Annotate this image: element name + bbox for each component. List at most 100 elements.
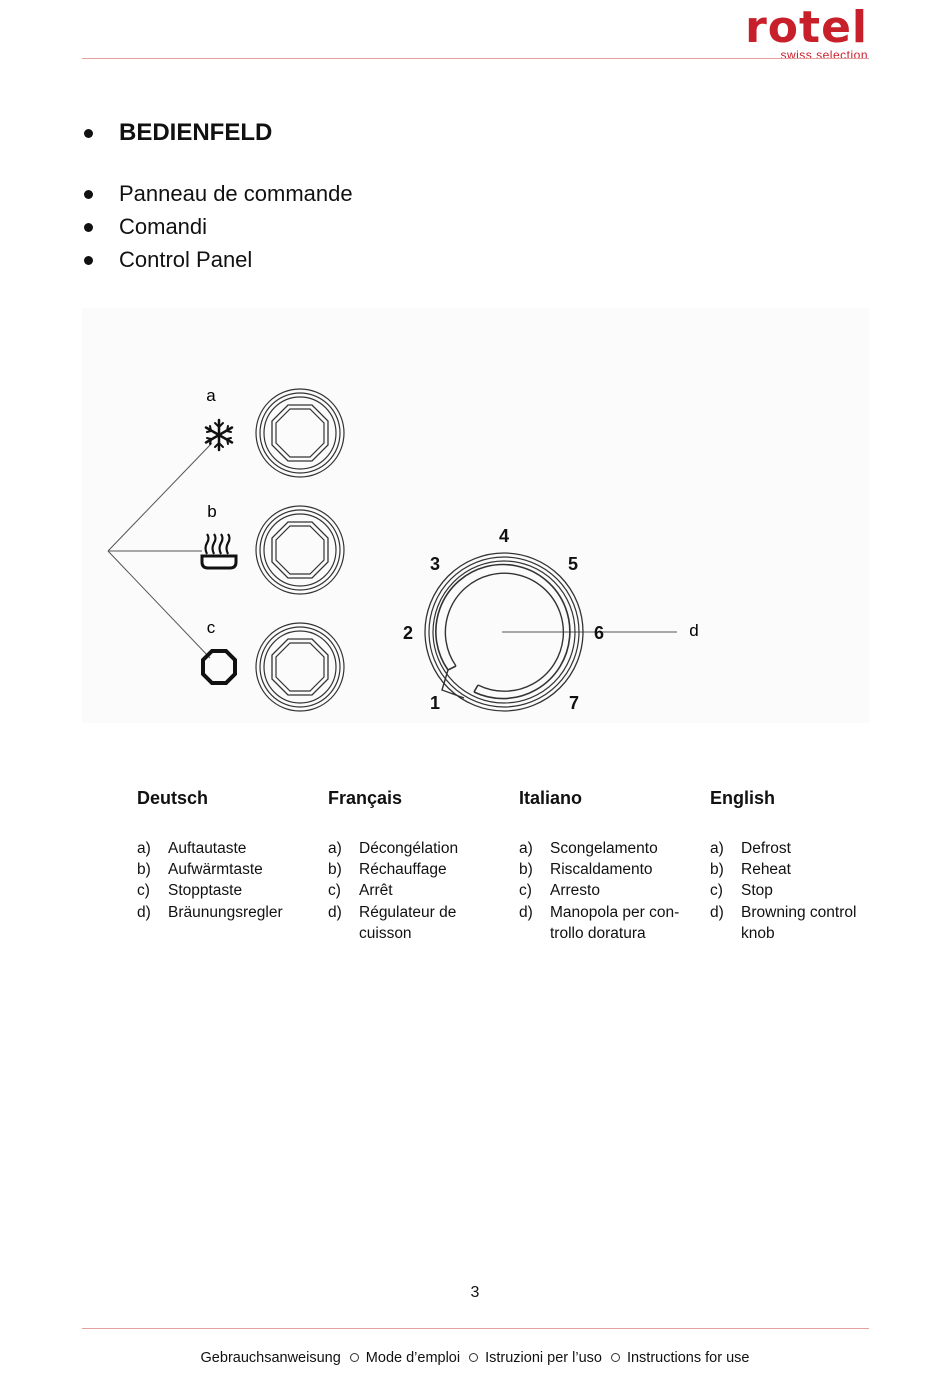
heading-list: BEDIENFELD Panneau de commande Comandi C… [82,112,353,276]
list-item: d) Browning control knob [710,902,901,944]
item-value: Auftautaste [168,840,247,857]
item-value: Stopptaste [168,882,243,900]
heading-main: BEDIENFELD [82,112,353,154]
item-value: Réchauffage [359,861,447,879]
item-value: Riscaldamento [550,861,653,879]
control-panel-figure: a b c d [82,308,869,723]
item-value: Scongelamento [550,840,658,857]
circle-separator-icon [610,1353,620,1363]
item-key: a) [137,840,151,857]
item-value: Manopola per con-trollo doratura [550,903,680,942]
bullet-icon [82,253,96,267]
item-key: b) [710,861,724,879]
header-rule [82,58,869,59]
item-key: a) [710,840,724,857]
dial-number-2: 2 [403,623,413,643]
column-english: English a) Defrost b) Reheat c) Stop d) Brow… [710,788,901,944]
list-item: b) Réchauffage [328,859,519,880]
list-item: d) Bräunungsregler [137,902,328,923]
heading-sub: Control Panel [82,243,353,276]
column-title: English [710,788,776,808]
footer-item: Instructions for use [626,1350,750,1366]
label-b: b [207,502,216,521]
heading-main-text: BEDIENFELD [119,119,273,146]
heading-sub: Comandi [82,210,353,243]
item-key: b) [519,861,533,879]
item-key: b) [137,861,151,879]
column-francais: Français a) Décongélation b) Réchauffage c… [328,788,519,944]
item-key: c) [137,882,150,900]
item-value: Bräunungsregler [168,903,283,921]
item-key: c) [710,882,723,900]
list-item: c) Arrêt [328,880,519,901]
column-title: Italiano [519,788,583,808]
item-value: Arresto [550,882,600,900]
item-key: a) [328,840,342,857]
footer-item: Istruzioni per l’uso [485,1350,602,1366]
leader-lines [107,442,677,659]
item-key: a) [519,840,533,857]
footer-rule [82,1328,869,1329]
circle-separator-icon [469,1353,479,1363]
item-value: Régulateur de cuisson [359,903,457,942]
defrost-button [255,388,345,478]
stop-octagon-icon [201,649,237,685]
list-item: d)Manopola per con-trollo doratura [519,902,710,944]
legend-list: a) Décongélation b) Réchauffage c) Arrêt d)… [328,838,519,944]
browning-control-dial [424,552,584,712]
list-item: b)Aufwärmtaste [137,859,328,880]
legend-list: a) Scongelamento b) Riscaldamento c) Arrest… [519,838,710,944]
item-value: Browning control knob [741,903,857,942]
bullet-icon [82,187,96,201]
item-value: Defrost [741,840,791,857]
list-item: b) Reheat [710,859,901,880]
reheat-button [255,505,345,595]
column-title: Deutsch [137,788,209,808]
legend-list: a) Defrost b) Reheat c) Stop d) Browning con… [710,838,901,944]
item-key: d) [328,903,342,921]
list-item: a) Décongélation [328,838,519,859]
footer-item: Mode d’emploi [365,1350,461,1366]
column-italiano: Italiano a) Scongelamento b) Riscaldamento… [519,788,710,944]
item-value: Arrêt [359,882,393,900]
dial-number-6: 6 [594,623,604,643]
label-c: c [207,618,216,637]
brand-logo: rotel swiss selection [745,2,868,63]
dial-number-3: 3 [430,554,440,574]
heading-sub-text: Panneau de commande [119,181,353,206]
label-d: d [689,621,698,640]
heading-sub-text: Control Panel [119,247,253,272]
list-item: a) Defrost [710,838,901,859]
circle-separator-icon [349,1353,359,1363]
item-key: c) [328,882,341,900]
list-item: b) Riscaldamento [519,859,710,880]
list-item: d) Régulateur de cuisson [328,902,519,944]
column-title: Français [328,788,403,808]
footer: Gebrauchsanweisung Mode d’emploi Istruzion… [0,1350,950,1366]
list-item: c) Stopptaste [137,880,328,901]
legend-list: a) Auftautaste b)Aufwärmtaste c) Stopptast… [137,838,328,923]
list-item: a) Auftautaste [137,838,328,859]
item-key: b) [328,861,342,879]
item-key: c) [519,882,532,900]
footer-item: Gebrauchsanweisung [200,1350,341,1366]
column-deutsch: Deutsch a) Auftautaste b)Aufwärmtaste c) S… [137,788,328,944]
control-panel-diagram: a b c d [107,386,699,713]
snowflake-icon [204,418,234,452]
dial-number-1: 1 [430,693,440,713]
dial-number-7: 7 [569,693,579,713]
item-key: d) [137,903,151,921]
list-item: a) Scongelamento [519,838,710,859]
bullet-icon [82,126,96,140]
legend-columns: Deutsch a) Auftautaste b)Aufwärmtaste c) S… [137,788,901,944]
dial-number-5: 5 [568,554,578,574]
page-number: 3 [470,1284,480,1301]
item-value: Décongélation [359,840,459,857]
brand-name: rotel [745,2,868,53]
label-a: a [206,386,216,405]
reheat-icon [200,533,238,570]
item-key: d) [710,903,724,921]
item-value: Reheat [741,861,791,879]
item-value: Stop [741,882,773,900]
heading-sub-text: Comandi [119,214,208,239]
